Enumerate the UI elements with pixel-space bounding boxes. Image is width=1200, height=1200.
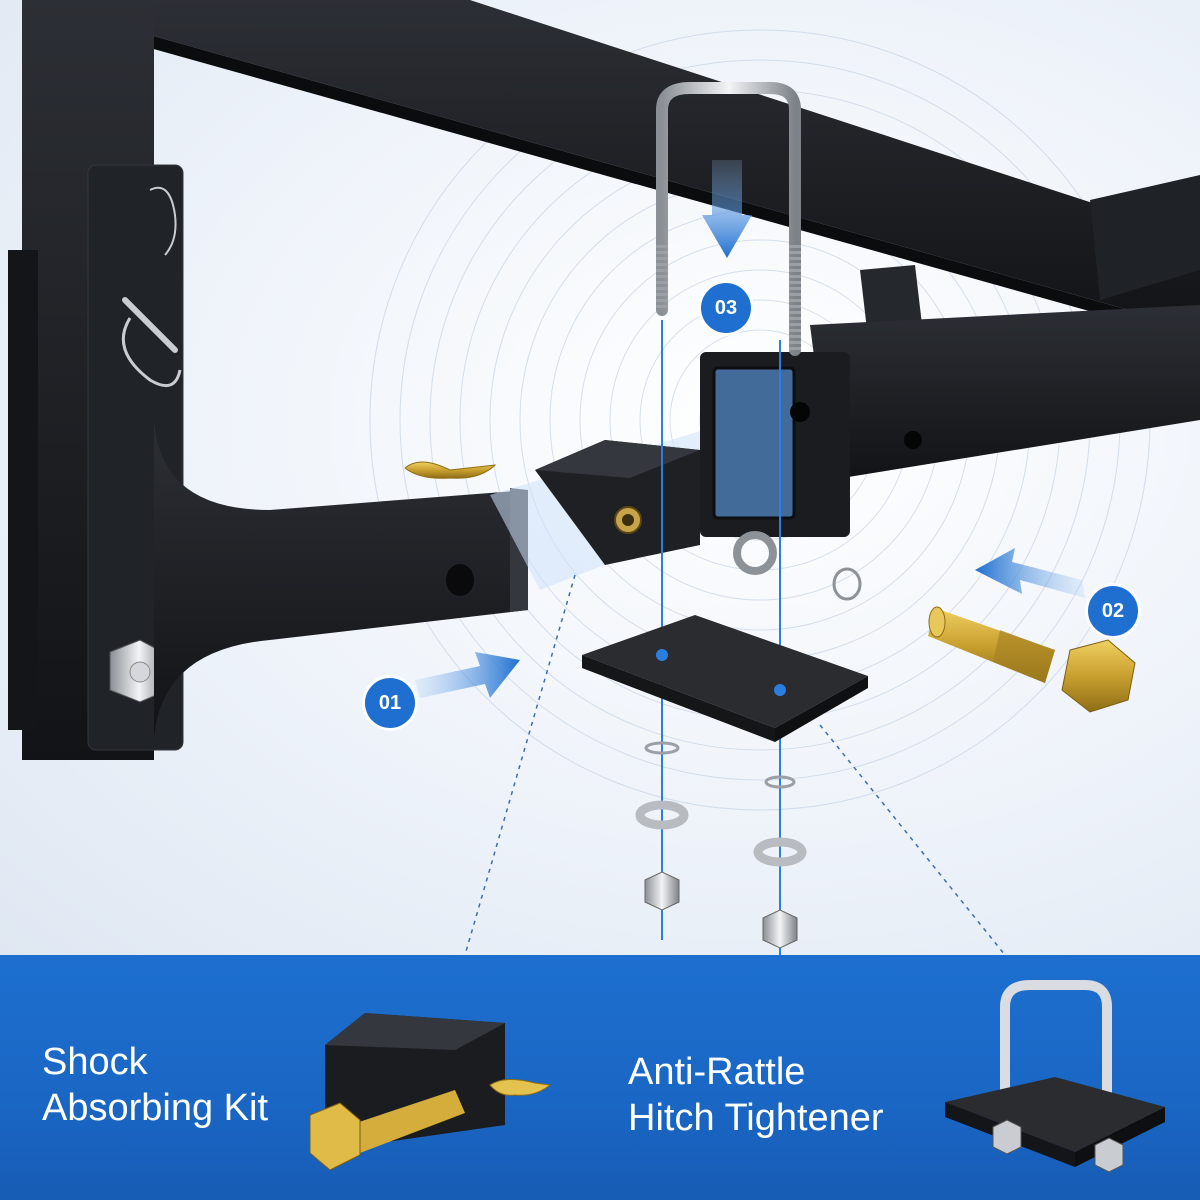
caption-line: Shock bbox=[42, 1041, 148, 1083]
shock-absorbing-kit-caption: Shock Absorbing Kit bbox=[42, 1039, 268, 1131]
step-badge-01: 01 bbox=[365, 678, 415, 728]
washer bbox=[733, 531, 777, 575]
bottom-banner: Shock Absorbing Kit Anti-Rattle Hitch Ti… bbox=[0, 955, 1200, 1200]
shock-absorbing-sleeve bbox=[535, 440, 700, 565]
brass-bolt bbox=[928, 606, 1136, 713]
post-plate bbox=[8, 250, 38, 730]
hitch-assembly-illustration bbox=[8, 0, 1200, 955]
shock-absorbing-kit-image bbox=[309, 1013, 552, 1171]
post-bolt bbox=[109, 639, 169, 703]
u-bolt bbox=[656, 82, 801, 356]
step-badge-02: 02 bbox=[1088, 586, 1138, 636]
hitch-receiver bbox=[700, 265, 1200, 537]
step-badge-03: 03 bbox=[701, 283, 751, 333]
trailer-side-beam bbox=[1090, 175, 1200, 300]
exploded-installation-diagram: 01 02 03 bbox=[0, 0, 1200, 955]
post-pin-clip bbox=[121, 186, 182, 388]
rubber-pad bbox=[582, 615, 868, 742]
caption-line: Hitch Tightener bbox=[628, 1097, 884, 1139]
cotter-pin bbox=[404, 461, 497, 479]
arrow-right-icon bbox=[415, 652, 520, 698]
caption-line: Absorbing Kit bbox=[42, 1087, 269, 1129]
arm-pin-hole bbox=[446, 564, 474, 596]
arrow-left-icon bbox=[975, 548, 1085, 598]
bent-arm bbox=[154, 420, 528, 740]
anti-rattle-hitch-tightener-caption: Anti-Rattle Hitch Tightener bbox=[628, 1049, 884, 1141]
trailer-crossbar bbox=[150, 0, 1200, 330]
caption-line: Anti-Rattle bbox=[628, 1051, 806, 1093]
anti-rattle-hitch-tightener-image bbox=[945, 980, 1165, 1173]
lower-hardware bbox=[635, 741, 807, 949]
crossbar-edge bbox=[150, 35, 1200, 342]
arrow-down-icon bbox=[702, 160, 752, 258]
dashed-callout-lines bbox=[464, 574, 1006, 955]
lock-washer bbox=[832, 567, 862, 601]
